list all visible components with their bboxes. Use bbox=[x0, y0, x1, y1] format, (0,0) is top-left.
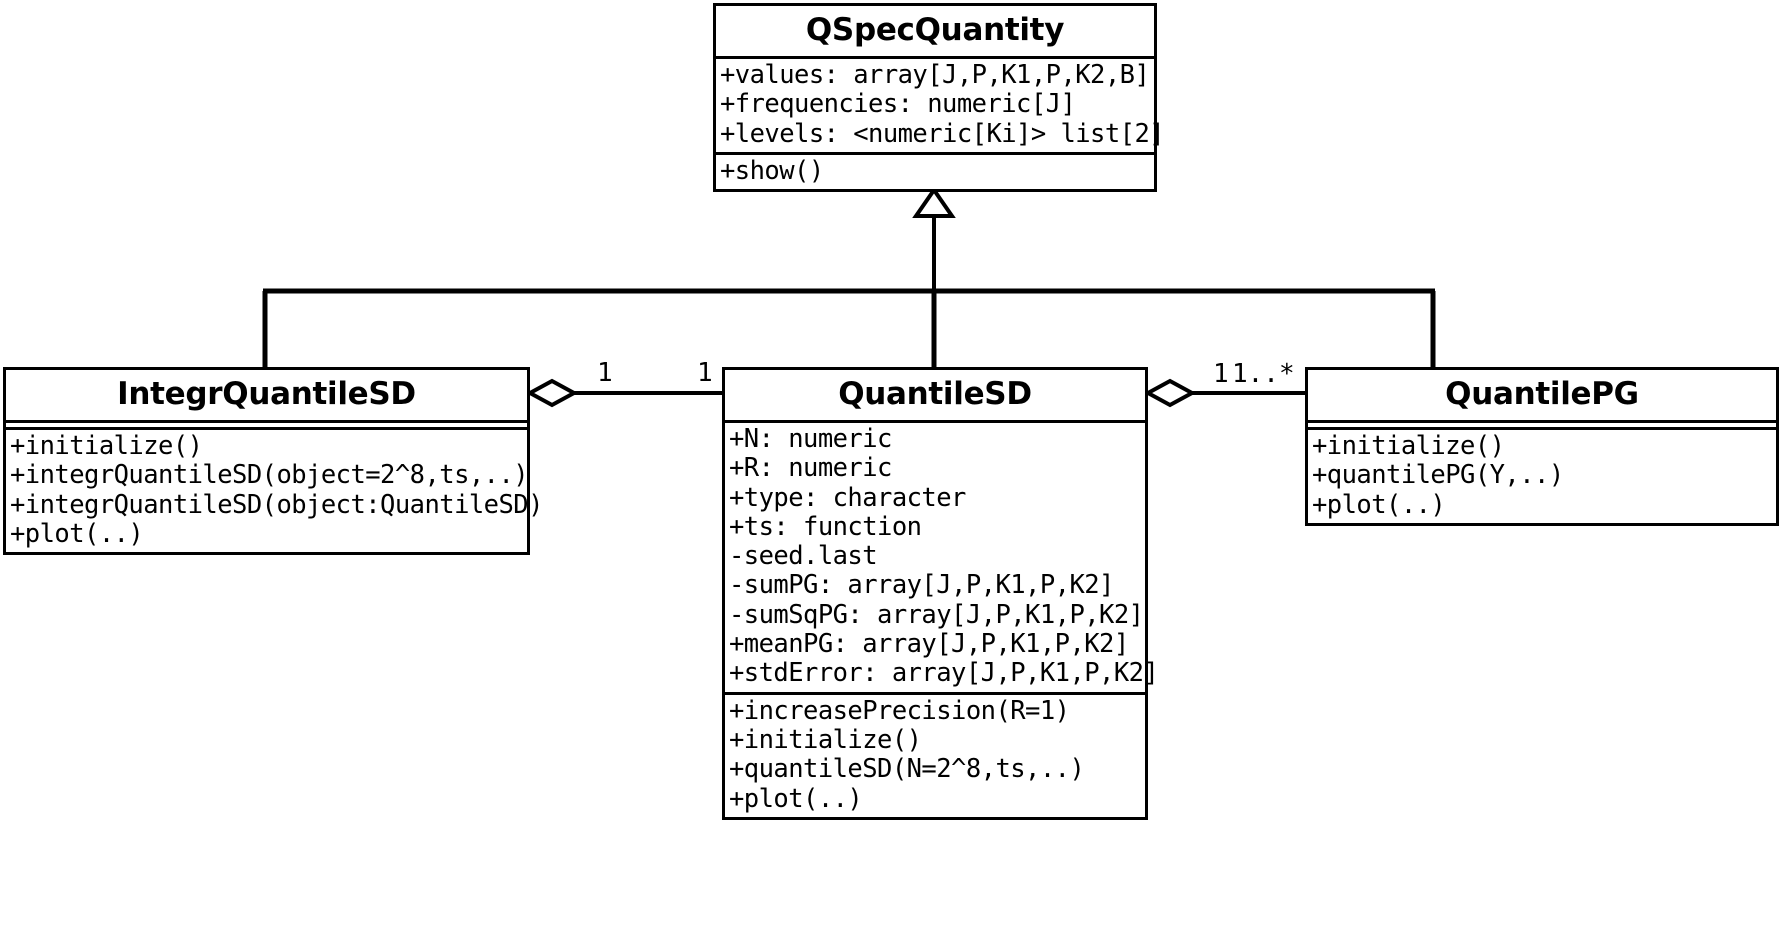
attribute-row: +N: numeric bbox=[729, 424, 892, 454]
aggregation-edge-left bbox=[525, 378, 722, 408]
attribute-row: +values: array[J,P,K1,P,K2,B] bbox=[720, 60, 1150, 90]
attributes-compartment-qspecquantity: +values: array[J,P,K1,P,K2,B] +frequenci… bbox=[716, 59, 1165, 152]
method-row: +plot(..) bbox=[729, 783, 863, 814]
methods-compartment-qspecquantity: +show() bbox=[716, 155, 1154, 189]
compartment-divider bbox=[1308, 420, 1776, 423]
methods-compartment-integrquantilesd: +initialize() +integrQuantileSD(object=2… bbox=[6, 430, 543, 552]
multiplicity-left-near-integr: 1 bbox=[597, 358, 613, 388]
attribute-row: +type: character bbox=[729, 482, 966, 513]
multiplicity-left-near-quantilesd: 1 bbox=[697, 358, 713, 388]
compartment-divider bbox=[716, 56, 1154, 59]
compartment-divider bbox=[6, 420, 527, 423]
attribute-row: +R: numeric bbox=[729, 453, 892, 484]
method-row: +show() bbox=[720, 155, 824, 186]
class-box-qspecquantity[interactable]: QSpecQuantity +values: array[J,P,K1,P,K2… bbox=[713, 3, 1165, 193]
attribute-row: +frequencies: numeric[J] bbox=[720, 89, 1076, 120]
method-row: +quantileSD(N=2^8,ts,..) bbox=[729, 754, 1085, 785]
method-row: +initialize() bbox=[729, 724, 922, 755]
generalization-bus-line bbox=[262, 288, 1436, 369]
attribute-row: +ts: function bbox=[729, 511, 922, 542]
methods-compartment-quantilesd: +increasePrecision(R=1) +initialize() +q… bbox=[725, 695, 1145, 817]
multiplicity-right-near-quantilesd: 1 bbox=[1213, 359, 1229, 389]
method-row: +increasePrecision(R=1) bbox=[729, 695, 1070, 726]
method-row: +integrQuantileSD(object:QuantileSD) bbox=[10, 489, 543, 520]
method-row: +integrQuantileSD(object=2^8,ts,..) bbox=[10, 460, 529, 491]
method-row: +plot(..) bbox=[10, 518, 144, 549]
class-box-quantilesd[interactable]: QuantileSD +N: numeric +R: numeric +type… bbox=[722, 367, 1159, 820]
attribute-row: -sumPG: array[J,P,K1,P,K2] bbox=[729, 570, 1114, 601]
compartment-divider bbox=[1308, 427, 1776, 430]
compartment-divider bbox=[716, 151, 1154, 155]
method-row: +initialize() bbox=[10, 431, 203, 461]
class-title-qspecquantity: QSpecQuantity bbox=[805, 12, 1065, 48]
method-row: +initialize() bbox=[1312, 431, 1505, 461]
attributes-compartment-quantilesd: +N: numeric +R: numeric +type: character… bbox=[725, 423, 1159, 692]
methods-compartment-quantilepg: +initialize() +quantilePG(Y,..) +plot(..… bbox=[1308, 430, 1776, 523]
multiplicity-right-near-quantilepg: 1..* bbox=[1232, 359, 1295, 389]
method-row: +quantilePG(Y,..) bbox=[1312, 460, 1564, 491]
attribute-row: -seed.last bbox=[729, 541, 878, 572]
compartment-divider bbox=[725, 691, 1145, 695]
compartment-divider bbox=[6, 427, 527, 430]
class-title-quantilepg: QuantilePG bbox=[1445, 376, 1639, 412]
class-title-quantilesd: QuantileSD bbox=[838, 376, 1032, 412]
attribute-row: +meanPG: array[J,P,K1,P,K2] bbox=[729, 629, 1129, 660]
method-row: +plot(..) bbox=[1312, 489, 1446, 520]
attribute-row: -sumSqPG: array[J,P,K1,P,K2] bbox=[729, 599, 1144, 630]
class-box-quantilepg[interactable]: QuantilePG +initialize() +quantilePG(Y,.… bbox=[1305, 367, 1779, 526]
generalization-arrow-icon bbox=[912, 186, 956, 292]
class-box-integrquantilesd[interactable]: IntegrQuantileSD +initialize() +integrQu… bbox=[3, 367, 543, 556]
attribute-row: +stdError: array[J,P,K1,P,K2] bbox=[729, 658, 1159, 689]
attribute-row: +levels: <numeric[Ki]> list[2] bbox=[720, 118, 1165, 149]
compartment-divider bbox=[725, 420, 1145, 423]
class-title-integrquantilesd: IntegrQuantileSD bbox=[117, 376, 416, 412]
